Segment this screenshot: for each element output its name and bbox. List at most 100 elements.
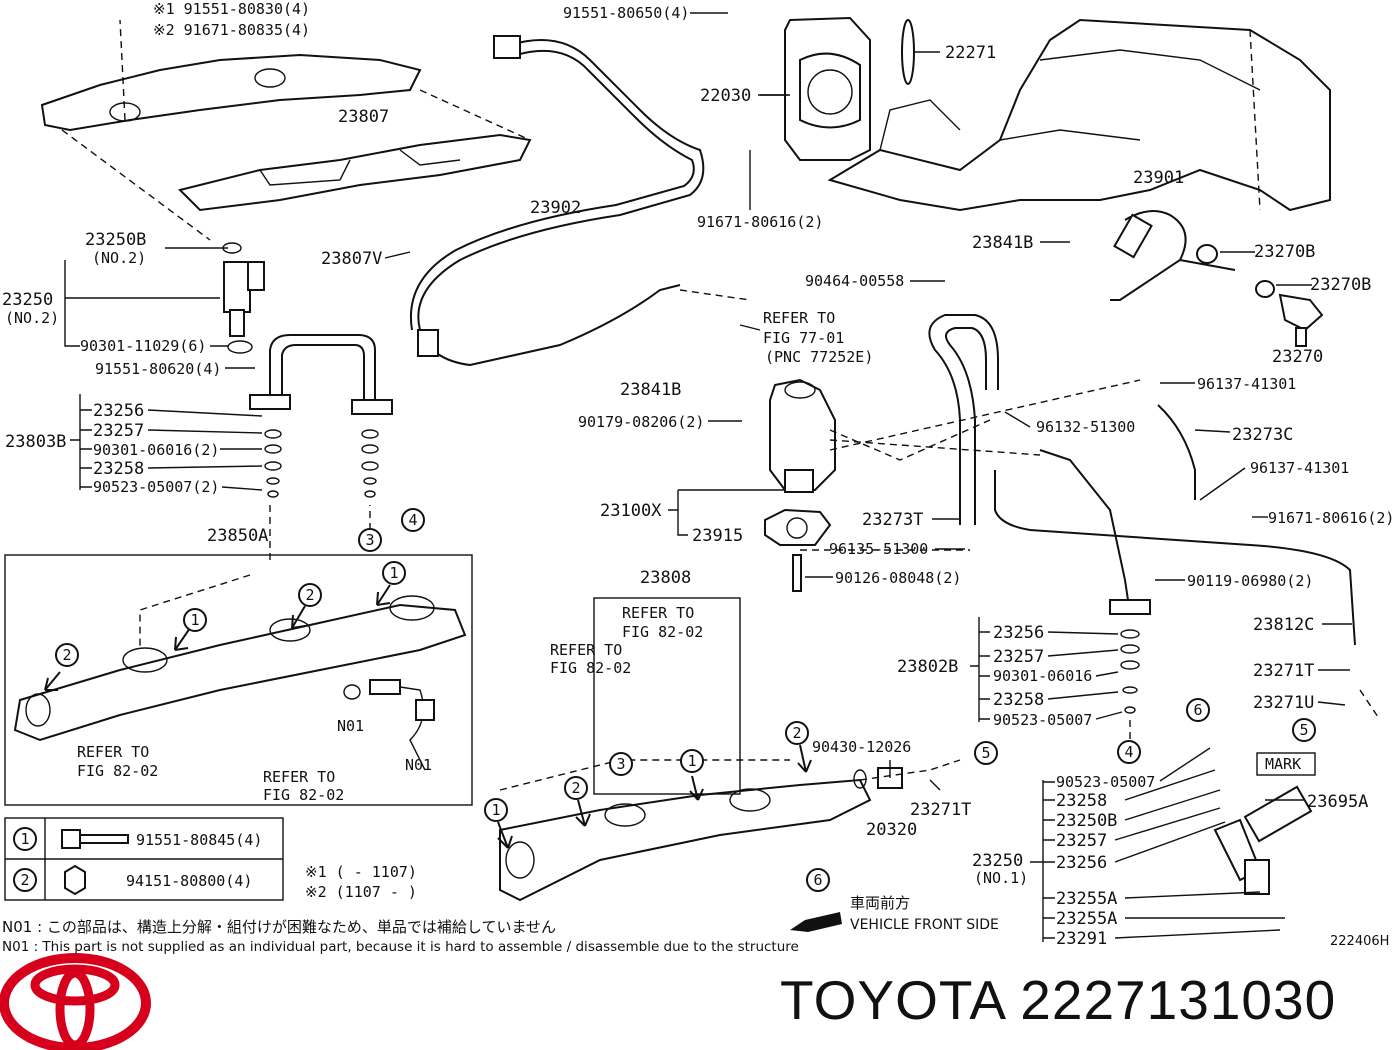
labels-top: ※1 91551-80830(4) ※2 91671-80835(4) 9155… [2, 0, 1371, 477]
callout-circle: 4 [1117, 740, 1141, 764]
part-label: 23695A [1307, 792, 1368, 812]
date-note: ※2 (1107 - ) [305, 883, 417, 901]
leader-lines [147, 12, 1352, 939]
svg-text:2: 2 [62, 646, 71, 664]
svg-text:1: 1 [389, 564, 398, 582]
injector-cover-drawing [40, 53, 422, 132]
brand-part-number: TOYOTA 2227131030 [780, 969, 1337, 1031]
callout-circle: 3 [358, 528, 382, 552]
fuel-pipe-23803B-drawing [249, 334, 393, 498]
fuel-pipe-23802B-drawing [1109, 599, 1151, 714]
labels-left: 23256 23257 90301-06016(2) 23258 90523-0… [5, 401, 432, 804]
fuel-hose-23902-drawing [410, 35, 705, 367]
part-label: 23256 [993, 623, 1044, 643]
part-label: (NO.2) [5, 309, 59, 327]
legend-num: 1 [20, 830, 29, 848]
fuel-injector-right-drawing [1213, 785, 1313, 895]
svg-text:5: 5 [981, 744, 990, 762]
part-label: 22271 [945, 43, 996, 63]
part-label: 23812C [1253, 615, 1314, 635]
part-label: REFER TO [550, 641, 622, 659]
part-label: 23291 [1056, 929, 1107, 949]
part-label: 23902 [530, 198, 581, 218]
callout-circle: 2 [785, 721, 809, 745]
callout-circle: 6 [1186, 698, 1210, 722]
callout-circle: 5 [1292, 718, 1316, 742]
part-label: 23250B [85, 230, 146, 250]
throttle-body-drawing [760, 16, 871, 161]
part-label: 23273C [1232, 425, 1293, 445]
mark-label: MARK [1265, 755, 1301, 773]
part-label: ※1 91551-80830(4) [153, 0, 310, 18]
intake-manifold-drawing [827, 18, 1331, 212]
part-label: 90523-05007 [993, 711, 1092, 729]
part-label: FIG 77-01 [763, 329, 844, 347]
part-label: N01 [337, 717, 364, 735]
toyota-logo-icon [0, 953, 151, 1050]
part-label: 90301-06016 [993, 667, 1092, 685]
part-label: 23258 [993, 690, 1044, 710]
callout-circle: 6 [806, 868, 830, 892]
part-label: 23841B [972, 233, 1033, 253]
vehicle-front-en: VEHICLE FRONT SIDE [850, 917, 999, 933]
part-label: (PNC 77252E) [765, 348, 873, 366]
legend-table: 1 2 91551-80845(4) 94151-80800(4) [4, 817, 284, 901]
labels-right: 23256 23257 90301-06016 23258 90523-0500… [897, 623, 1368, 949]
part-label: 20320 [866, 820, 917, 840]
part-label: FIG 82-02 [263, 786, 344, 804]
part-label: 23270B [1310, 275, 1371, 295]
svg-text:5: 5 [1299, 721, 1308, 739]
part-label: 23258 [1056, 791, 1107, 811]
part-label: 23807 [338, 107, 389, 127]
part-label: 23850A [207, 526, 268, 546]
part-label: 23901 [1133, 168, 1184, 188]
labels-center: 23100X 23915 23273T 96135-51300 90126-08… [550, 501, 1394, 840]
part-label: 23271T [1253, 661, 1314, 681]
part-label: N01 [405, 756, 432, 774]
legend-part: 91551-80845(4) [136, 831, 262, 849]
svg-text:6: 6 [813, 871, 822, 889]
part-label: 23273T [862, 510, 923, 530]
fuel-pump-assembly-drawing [764, 378, 836, 592]
nut-icon [64, 864, 86, 896]
part-label: 23271T [910, 800, 971, 820]
part-label: 22030 [700, 86, 751, 106]
svg-text:2: 2 [305, 586, 314, 604]
part-label: (NO.2) [92, 249, 146, 267]
svg-text:1: 1 [491, 801, 500, 819]
part-label: 90301-06016(2) [93, 441, 219, 459]
svg-text:3: 3 [616, 755, 625, 773]
part-label: 23270B [1254, 242, 1315, 262]
part-label: 23841B [620, 380, 681, 400]
part-label: 23255A [1056, 889, 1117, 909]
note-jp: N01 : この部品は、構造上分解・組付けが困難なため、単品では補給していません [2, 918, 556, 936]
part-label: 90179-08206(2) [578, 413, 704, 431]
fuel-hose-23273T-drawing [928, 314, 999, 525]
bracket-lines [64, 260, 1055, 942]
svg-text:4: 4 [1124, 743, 1133, 761]
part-label: 23255A [1056, 909, 1117, 929]
injector-bracket-23807-drawing [178, 133, 532, 212]
fuel-rail-right-drawing [499, 767, 903, 902]
date-note: ※1 ( - 1107) [305, 863, 417, 881]
callout-circle: 2 [55, 643, 79, 667]
svg-text:1: 1 [190, 611, 199, 629]
part-label: 90126-08048(2) [835, 569, 961, 587]
part-label: REFER TO [77, 743, 149, 761]
callout-circle: 2 [298, 583, 322, 607]
bolt-icon [61, 829, 129, 849]
callout-circle: 5 [974, 741, 998, 765]
explode-lines [61, 19, 1381, 791]
fuel-injector-left-drawing [222, 242, 265, 354]
pulsation-damper-23270-drawing [1196, 244, 1324, 347]
part-label: 96132-51300 [1036, 418, 1135, 436]
part-label: 90119-06980(2) [1187, 572, 1313, 590]
part-label: 91551-80650(4) [563, 4, 689, 22]
vehicle-front-arrow-icon [790, 912, 842, 932]
legend-num: 2 [20, 871, 29, 889]
callout-circle: 1 [183, 608, 207, 632]
callout-circle: 1 [680, 749, 704, 773]
fuel-rail-left-drawing [13, 595, 467, 742]
part-label: REFER TO [763, 309, 835, 327]
